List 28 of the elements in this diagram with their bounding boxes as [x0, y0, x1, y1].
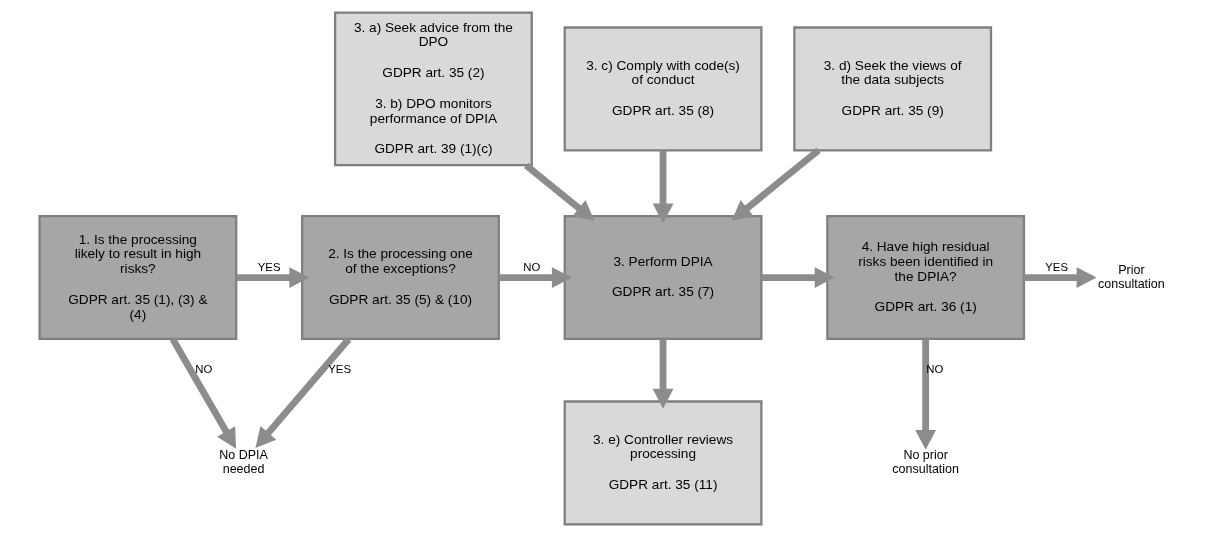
arrow — [254, 336, 351, 448]
node-box: 3. a) Seek advice from the DPO GDPR art. 35 (2) 3. b) DPO monitors performance of DPIA GDPR art. 39 (1)(c) — [333, 11, 533, 167]
edge-label: NO — [522, 260, 540, 273]
arrow — [1023, 267, 1096, 288]
node-box: 4. Have high residual risks been identified in the DPIA? GDPR art. 36 (1) — [825, 215, 1025, 341]
arrow — [652, 339, 673, 409]
edge-label: YES — [257, 260, 281, 273]
node-text: Prior consultation — [1097, 262, 1165, 291]
arrow — [169, 337, 236, 449]
edge-label: NO — [925, 363, 943, 376]
arrow — [523, 162, 594, 221]
node-box: 2. Is the processing one of the exceptions? GDPR art. 35 (5) & (10) — [300, 215, 500, 341]
node-text: No prior consultation — [891, 448, 959, 476]
edge-label: NO — [194, 363, 212, 376]
arrow — [914, 339, 936, 450]
edge-label: YES — [1044, 260, 1068, 273]
node-box: 3. Perform DPIA GDPR art. 35 (7) — [563, 215, 762, 341]
arrow — [498, 267, 572, 288]
node-text: No DPIA needed — [218, 448, 268, 476]
arrow — [235, 267, 309, 288]
edge-label: YES — [327, 363, 351, 376]
node-box: 3. c) Comply with code(s) of conduct GDPR art. 35 (8) — [563, 26, 762, 152]
arrow — [652, 150, 673, 224]
node-box: 1. Is the processing likely to result in high risks? GDPR art. 35 (1), (3) & (4) — [37, 215, 237, 341]
arrow — [731, 147, 821, 221]
arrow — [761, 267, 835, 288]
node-box: 3. e) Controller reviews processing GDPR art. 35 (11) — [563, 400, 762, 526]
node-box: 3. d) Seek the views of the data subjects GDPR art. 35 (9) — [792, 26, 992, 152]
